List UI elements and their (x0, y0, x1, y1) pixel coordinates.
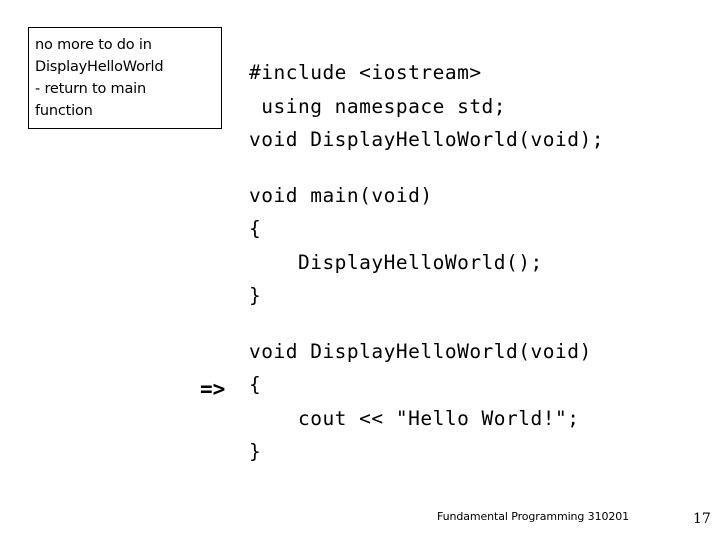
code-block-display-hello-world-function: void DisplayHelloWorld(void) { cout << "… (249, 339, 592, 464)
code-block-spacer (249, 313, 709, 335)
footer-course-label: Fundamental Programming 310201 (437, 510, 630, 523)
callout-line-3: - return to main (35, 81, 146, 97)
callout-line-4: function (35, 103, 93, 119)
footer-page-number: 17 (693, 511, 711, 527)
double-arrow-icon: => (200, 377, 226, 401)
code-block-main-function: void main(void) { DisplayHelloWorld(); } (249, 183, 543, 308)
callout-line-1: no more to do in (35, 37, 152, 53)
callout-note-box: no more to do in DisplayHelloWorld - ret… (28, 27, 222, 129)
code-block-spacer (249, 157, 709, 179)
callout-line-2: DisplayHelloWorld (35, 59, 164, 75)
code-block-declarations: #include <iostream> using namespace std;… (249, 61, 604, 151)
code-listing: #include <iostream> using namespace std;… (249, 56, 709, 469)
